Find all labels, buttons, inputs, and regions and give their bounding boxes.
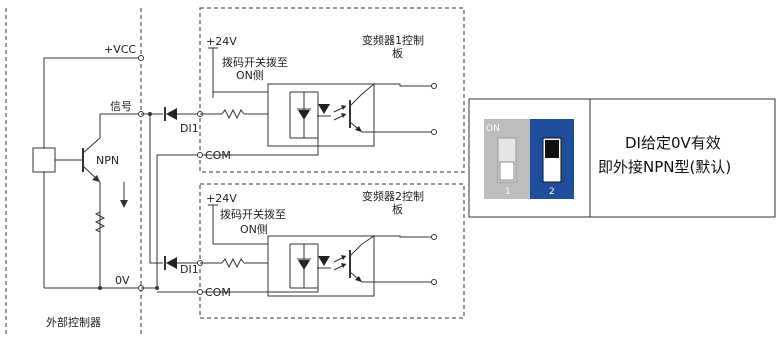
drive1-control-board: 变频器1控制 板 +24V 拨码开关拨至 ON侧 DI1 xyxy=(180,7,465,173)
dip-switch-1-number: 1 xyxy=(505,187,511,197)
drive2-output-terminal-2 xyxy=(431,279,437,285)
drive1-phototransistor-icon xyxy=(349,83,375,133)
drive2-title-line1: 变频器2控制 xyxy=(362,189,424,203)
drive2-di1-label: DI1 xyxy=(180,263,199,276)
zero-v-junction xyxy=(98,286,102,290)
drive1-com-wire xyxy=(200,138,319,156)
drive1-output-terminal-2 xyxy=(431,129,437,135)
dip-switch-2-number: 2 xyxy=(549,187,555,197)
drive1-title-line2: 板 xyxy=(392,46,403,60)
drive2-output-terminal-1 xyxy=(431,234,437,240)
dip-note-line2: 即外接NPN型(默认) xyxy=(598,158,731,176)
drive1-bridge-diodes-icon xyxy=(297,92,331,138)
interconnect-wiring xyxy=(141,112,200,293)
controller-title: 外部控制器 xyxy=(46,315,101,329)
drive1-output-terminal-1 xyxy=(431,83,437,89)
npn-label: NPN xyxy=(96,154,119,167)
vcc-rail xyxy=(43,57,141,148)
dip-on-label: ON xyxy=(486,124,500,134)
drive1-dip-note-line2: ON侧 xyxy=(236,69,264,82)
drive1-title-line1: 变频器1控制 xyxy=(362,33,424,47)
drive2-supply-label: +24V xyxy=(206,192,237,205)
drive2-bridge-diodes-icon xyxy=(297,244,331,288)
drive2-com-terminal xyxy=(197,289,203,295)
drive1-supply-label: +24V xyxy=(206,35,237,48)
emitter-resistor xyxy=(94,208,106,236)
drive2-com-wire xyxy=(200,288,319,293)
diode-drive1-icon xyxy=(164,107,200,121)
drive2-phototransistor-icon xyxy=(349,235,375,283)
drive1-com-label: COM xyxy=(205,149,231,162)
drive1-light-arrows-icon xyxy=(333,105,347,121)
external-controller: +VCC NPN 信号 0V 外部控制器 xyxy=(5,8,144,335)
drive2-input-resistor xyxy=(221,257,245,269)
drive2-dip-note-line2: ON侧 xyxy=(240,223,268,236)
drive1-optocoupler xyxy=(267,83,375,147)
drive2-border xyxy=(199,183,465,319)
dip-switch-1-knob xyxy=(499,161,515,181)
dip-switch-2-knob xyxy=(545,140,559,158)
dip-note-line1: DI给定0V有效 xyxy=(625,134,721,152)
current-arrow-icon xyxy=(120,182,128,208)
signal-label: 信号 xyxy=(110,100,132,113)
zero-v-label: 0V xyxy=(115,274,130,287)
drive1-dip-note-line1: 拨码开关拨至 xyxy=(222,55,288,69)
drive1-di1-label: DI1 xyxy=(180,122,199,135)
drive1-com-terminal xyxy=(197,152,203,158)
control-block xyxy=(32,147,56,173)
drive2-output-wires xyxy=(374,235,432,283)
drive2-com-label: COM xyxy=(205,286,231,299)
drive1-input-resistor xyxy=(221,108,245,120)
drive2-optocoupler xyxy=(267,235,375,297)
drive2-dip-note-line1: 拨码开关拨至 xyxy=(220,207,286,221)
drive2-light-arrows-icon xyxy=(333,255,347,271)
vcc-label: +VCC xyxy=(104,43,136,56)
drive2-control-board: 变频器2控制 板 +24V 拨码开关拨至 ON侧 DI1 xyxy=(180,183,465,319)
drive2-title-line2: 板 xyxy=(392,202,403,216)
drive1-border xyxy=(199,7,465,173)
vcc-terminal xyxy=(138,55,144,61)
npn-transistor xyxy=(82,114,101,288)
dip-switch-legend: ON 1 2 DI给定0V有效 即外接NPN型(默认) xyxy=(468,98,776,218)
diode-drive2-icon xyxy=(164,256,200,270)
drive1-output-wires xyxy=(374,83,432,133)
